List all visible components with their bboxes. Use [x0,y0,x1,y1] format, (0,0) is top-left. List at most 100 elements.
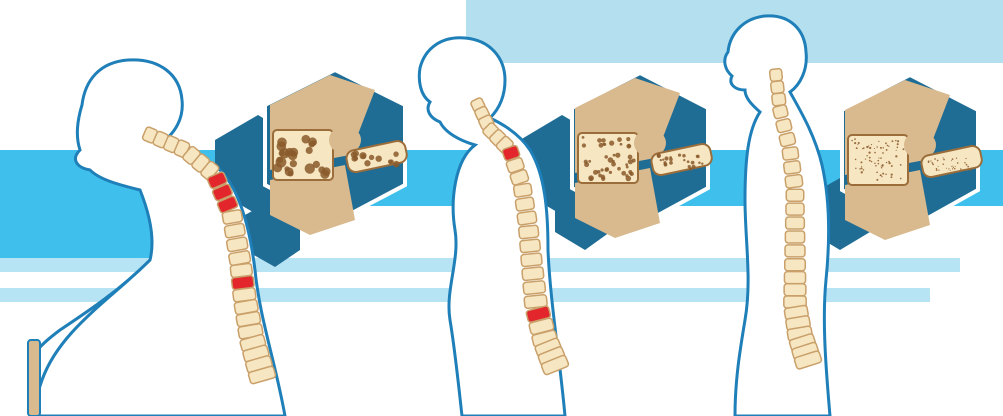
bone-pore [582,143,586,147]
vertebra [784,284,806,296]
bone-pore [960,168,962,170]
bone-pore [593,170,598,175]
bone-pore [691,161,695,165]
bone-pore [874,152,876,154]
bone-pore [628,170,632,174]
vertebra [226,237,248,252]
bone-pore [597,138,602,143]
vertebra [523,281,546,295]
bone-pore [934,158,936,160]
bone-pore [612,160,615,163]
bone-pore [657,154,661,158]
bone-pore [364,160,370,166]
bone-pore [626,144,631,149]
bone-pore [855,168,856,169]
bone-pore [313,161,320,168]
bone-pore [353,150,359,156]
vertebra [224,223,246,238]
bone-pore [861,166,862,167]
bone-pore [880,157,882,159]
walking-cane-icon [28,340,40,416]
bone-pore [320,170,329,179]
bone-pore [880,147,882,149]
bone-pore [866,155,867,156]
bone-pore [678,154,681,157]
bone-pore [389,159,394,164]
bone-pore [284,166,289,171]
bone-pore [859,168,861,170]
bone-pore [900,178,902,180]
vertebra [517,211,537,226]
bone-pore [900,164,902,166]
vertebra [779,132,797,147]
bone-pore [660,159,662,161]
bone-pore [952,168,953,169]
bone-pore [885,173,887,175]
bone-pore [628,159,633,164]
bone-pore [588,160,591,163]
bone-pore [620,143,623,146]
bone-pore [683,159,685,161]
bone-pore [878,157,879,158]
bone-pore [625,163,628,166]
bone-pore [897,147,899,149]
vertebra [786,217,805,229]
bone-pore [664,156,668,160]
bone-pore [874,163,875,164]
bone-pore [869,147,871,149]
vertebra [785,259,806,271]
bone-pore [628,155,633,160]
bone-pore [701,163,703,165]
bone-pore [600,168,603,171]
bone-pore [609,141,614,146]
bone-pore [375,155,381,161]
bone-pore [876,179,878,181]
bone-pore [874,148,875,149]
bone-pore [682,154,685,157]
bone-pore [892,140,894,142]
bone-pore [897,143,899,145]
bone-pore [883,147,884,148]
bone-pore [861,171,863,173]
vertebra [521,253,543,267]
vertebra [520,239,541,253]
bone-pore [626,166,629,169]
bone-pore [855,159,857,161]
vertebra [515,197,535,212]
bone-pore [886,149,888,151]
vertebra [786,189,803,201]
vertebra [785,231,804,243]
bone-pore [301,135,310,144]
vertebra [775,118,792,133]
bone-pore [871,161,872,162]
bone-pore [669,161,673,165]
bone-pore [895,155,897,157]
bone-pore [663,161,666,164]
bone-pore [964,162,966,164]
bone-pore [942,163,944,165]
vertebra [222,209,243,224]
bone-pore [696,155,700,159]
bone-pore [865,159,866,160]
bone-pore [902,148,904,150]
bone-pore [626,137,630,141]
bone-pore [359,152,366,159]
bone-pore [937,160,939,162]
bone-pore [601,175,606,180]
vertebra [783,160,801,174]
bone-pore [369,155,374,160]
vertebra [513,183,532,197]
bone-pore [950,170,951,171]
bone-pore [617,137,622,142]
bone-pore [851,140,853,142]
bone-pore [857,144,858,145]
bone-pore [288,151,297,160]
bone-pore [938,169,939,170]
bone-pore [948,168,949,169]
bone-pore [861,167,863,169]
bone-pore [306,147,313,154]
bone-pore [876,146,878,148]
bone-pore [966,164,968,166]
bone-pore [609,171,612,174]
